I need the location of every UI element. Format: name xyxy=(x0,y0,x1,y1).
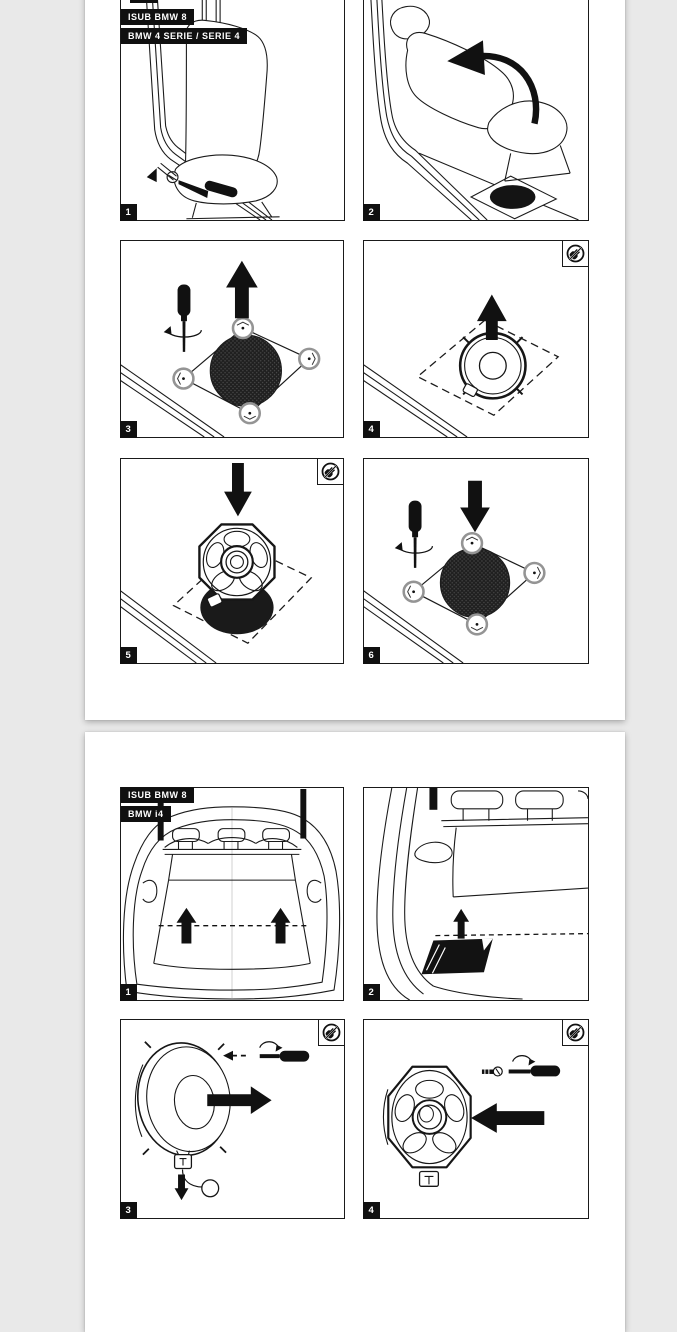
step-number-badge: 2 xyxy=(362,984,380,1002)
illustration-isub-fit xyxy=(382,1055,561,1187)
document-page-1: ISUB BMW 8 BMW 4 SERIE / SERIE 4 xyxy=(85,0,625,720)
up-arrow-icon xyxy=(176,907,197,944)
step-number-badge: 1 xyxy=(119,204,137,222)
dashed-floor-line xyxy=(435,932,588,937)
dashed-location-outline xyxy=(172,543,313,644)
step-number-badge: 6 xyxy=(362,647,380,665)
isub-speaker-drawing xyxy=(198,523,276,608)
step-number-badge: 3 xyxy=(119,1202,137,1220)
isub-front-drawing xyxy=(382,1065,472,1187)
floor-cover-panel xyxy=(421,938,493,975)
illustration-seat-bolt-removal xyxy=(145,0,280,220)
model-label: BMW i4 xyxy=(121,806,171,822)
step-number-badge: 5 xyxy=(119,647,137,665)
illustration-grille-removal xyxy=(121,260,321,437)
disconnect-connector-icon xyxy=(318,1018,346,1046)
step-panel: 4 xyxy=(362,239,590,439)
screwdriver-icon xyxy=(259,1041,310,1062)
up-arrow-icon xyxy=(270,907,291,944)
bolt-icon xyxy=(157,162,179,184)
step-panel: 1 xyxy=(119,787,344,1002)
sill-lines xyxy=(364,590,464,663)
illustration-speaker-removal xyxy=(134,1041,310,1201)
step-panel: 4 xyxy=(362,1018,590,1220)
product-label: ISUB BMW 8 xyxy=(121,787,194,803)
speaker-grille-mesh xyxy=(439,547,511,618)
illustration-seat-tilt xyxy=(370,0,579,220)
step-number-badge: 4 xyxy=(362,421,380,439)
step-panel: 3 xyxy=(119,1018,346,1220)
tilted-seat-drawing xyxy=(390,5,571,182)
trunk-outline xyxy=(122,806,341,1000)
model-label: BMW 4 SERIE / SERIE 4 xyxy=(121,28,248,44)
illustration-grille-refit xyxy=(364,480,546,663)
screw-icon xyxy=(481,1066,503,1077)
down-arrow-icon xyxy=(460,480,490,533)
sill-lines xyxy=(121,364,225,437)
disconnect-connector-icon xyxy=(562,239,590,267)
illustration-trunk-corner xyxy=(376,788,588,1000)
connector-unplug xyxy=(174,1169,220,1201)
illustration-oem-speaker-out xyxy=(364,294,560,437)
step-number-badge: 3 xyxy=(119,421,137,439)
oem-speaker-drawing xyxy=(458,331,527,400)
step-panel: 5 xyxy=(119,457,345,665)
clipped-label-fragment xyxy=(130,0,158,3)
subwoofer-under-seat xyxy=(469,175,558,220)
screw-markers xyxy=(172,316,321,425)
strut-bar xyxy=(300,788,307,839)
trunk-corner-lines xyxy=(376,788,588,1000)
step-panel: 6 xyxy=(362,458,589,665)
rotate-arrow-icon xyxy=(447,40,540,125)
up-arrow-icon xyxy=(226,260,258,319)
up-arrow-icon xyxy=(476,294,507,340)
step-number-badge: 1 xyxy=(119,984,137,1002)
screwdriver-icon xyxy=(394,500,434,568)
speaker-grille-mesh xyxy=(209,334,282,407)
left-arrow-icon xyxy=(471,1103,545,1133)
product-label: ISUB BMW 8 xyxy=(121,9,194,25)
down-arrow-icon xyxy=(224,462,252,517)
sill-lines xyxy=(121,590,217,663)
screwdriver-icon xyxy=(163,284,202,352)
step-panel: 3 xyxy=(119,240,344,439)
step-panel: 2 xyxy=(362,0,589,222)
unscrew-arrow-icon xyxy=(223,1050,250,1061)
screwdriver-icon xyxy=(146,168,238,198)
screw-markers xyxy=(402,531,546,636)
right-arrow-icon xyxy=(207,1086,272,1115)
step-number-badge: 4 xyxy=(362,1202,380,1220)
document-viewer-canvas: { "document": { "canvas_color": "#e9e9e9… xyxy=(85,0,625,1332)
disconnect-connector-icon xyxy=(317,457,345,485)
door-sill-lines xyxy=(145,0,273,220)
strut-bar xyxy=(429,788,438,810)
dashed-location-outline xyxy=(416,319,560,416)
screwdriver-icon xyxy=(508,1055,561,1077)
sill-lines xyxy=(364,364,468,437)
up-arrow-icon xyxy=(453,908,470,939)
document-page-2: ISUB BMW 8 BMW i4 1 xyxy=(85,732,625,1332)
step-panel: 2 xyxy=(362,787,589,1002)
disconnect-connector-icon xyxy=(562,1018,590,1046)
step-number-badge: 2 xyxy=(362,204,380,222)
speaker-side-drawing xyxy=(134,1041,231,1170)
illustration-isub-install xyxy=(121,462,313,663)
